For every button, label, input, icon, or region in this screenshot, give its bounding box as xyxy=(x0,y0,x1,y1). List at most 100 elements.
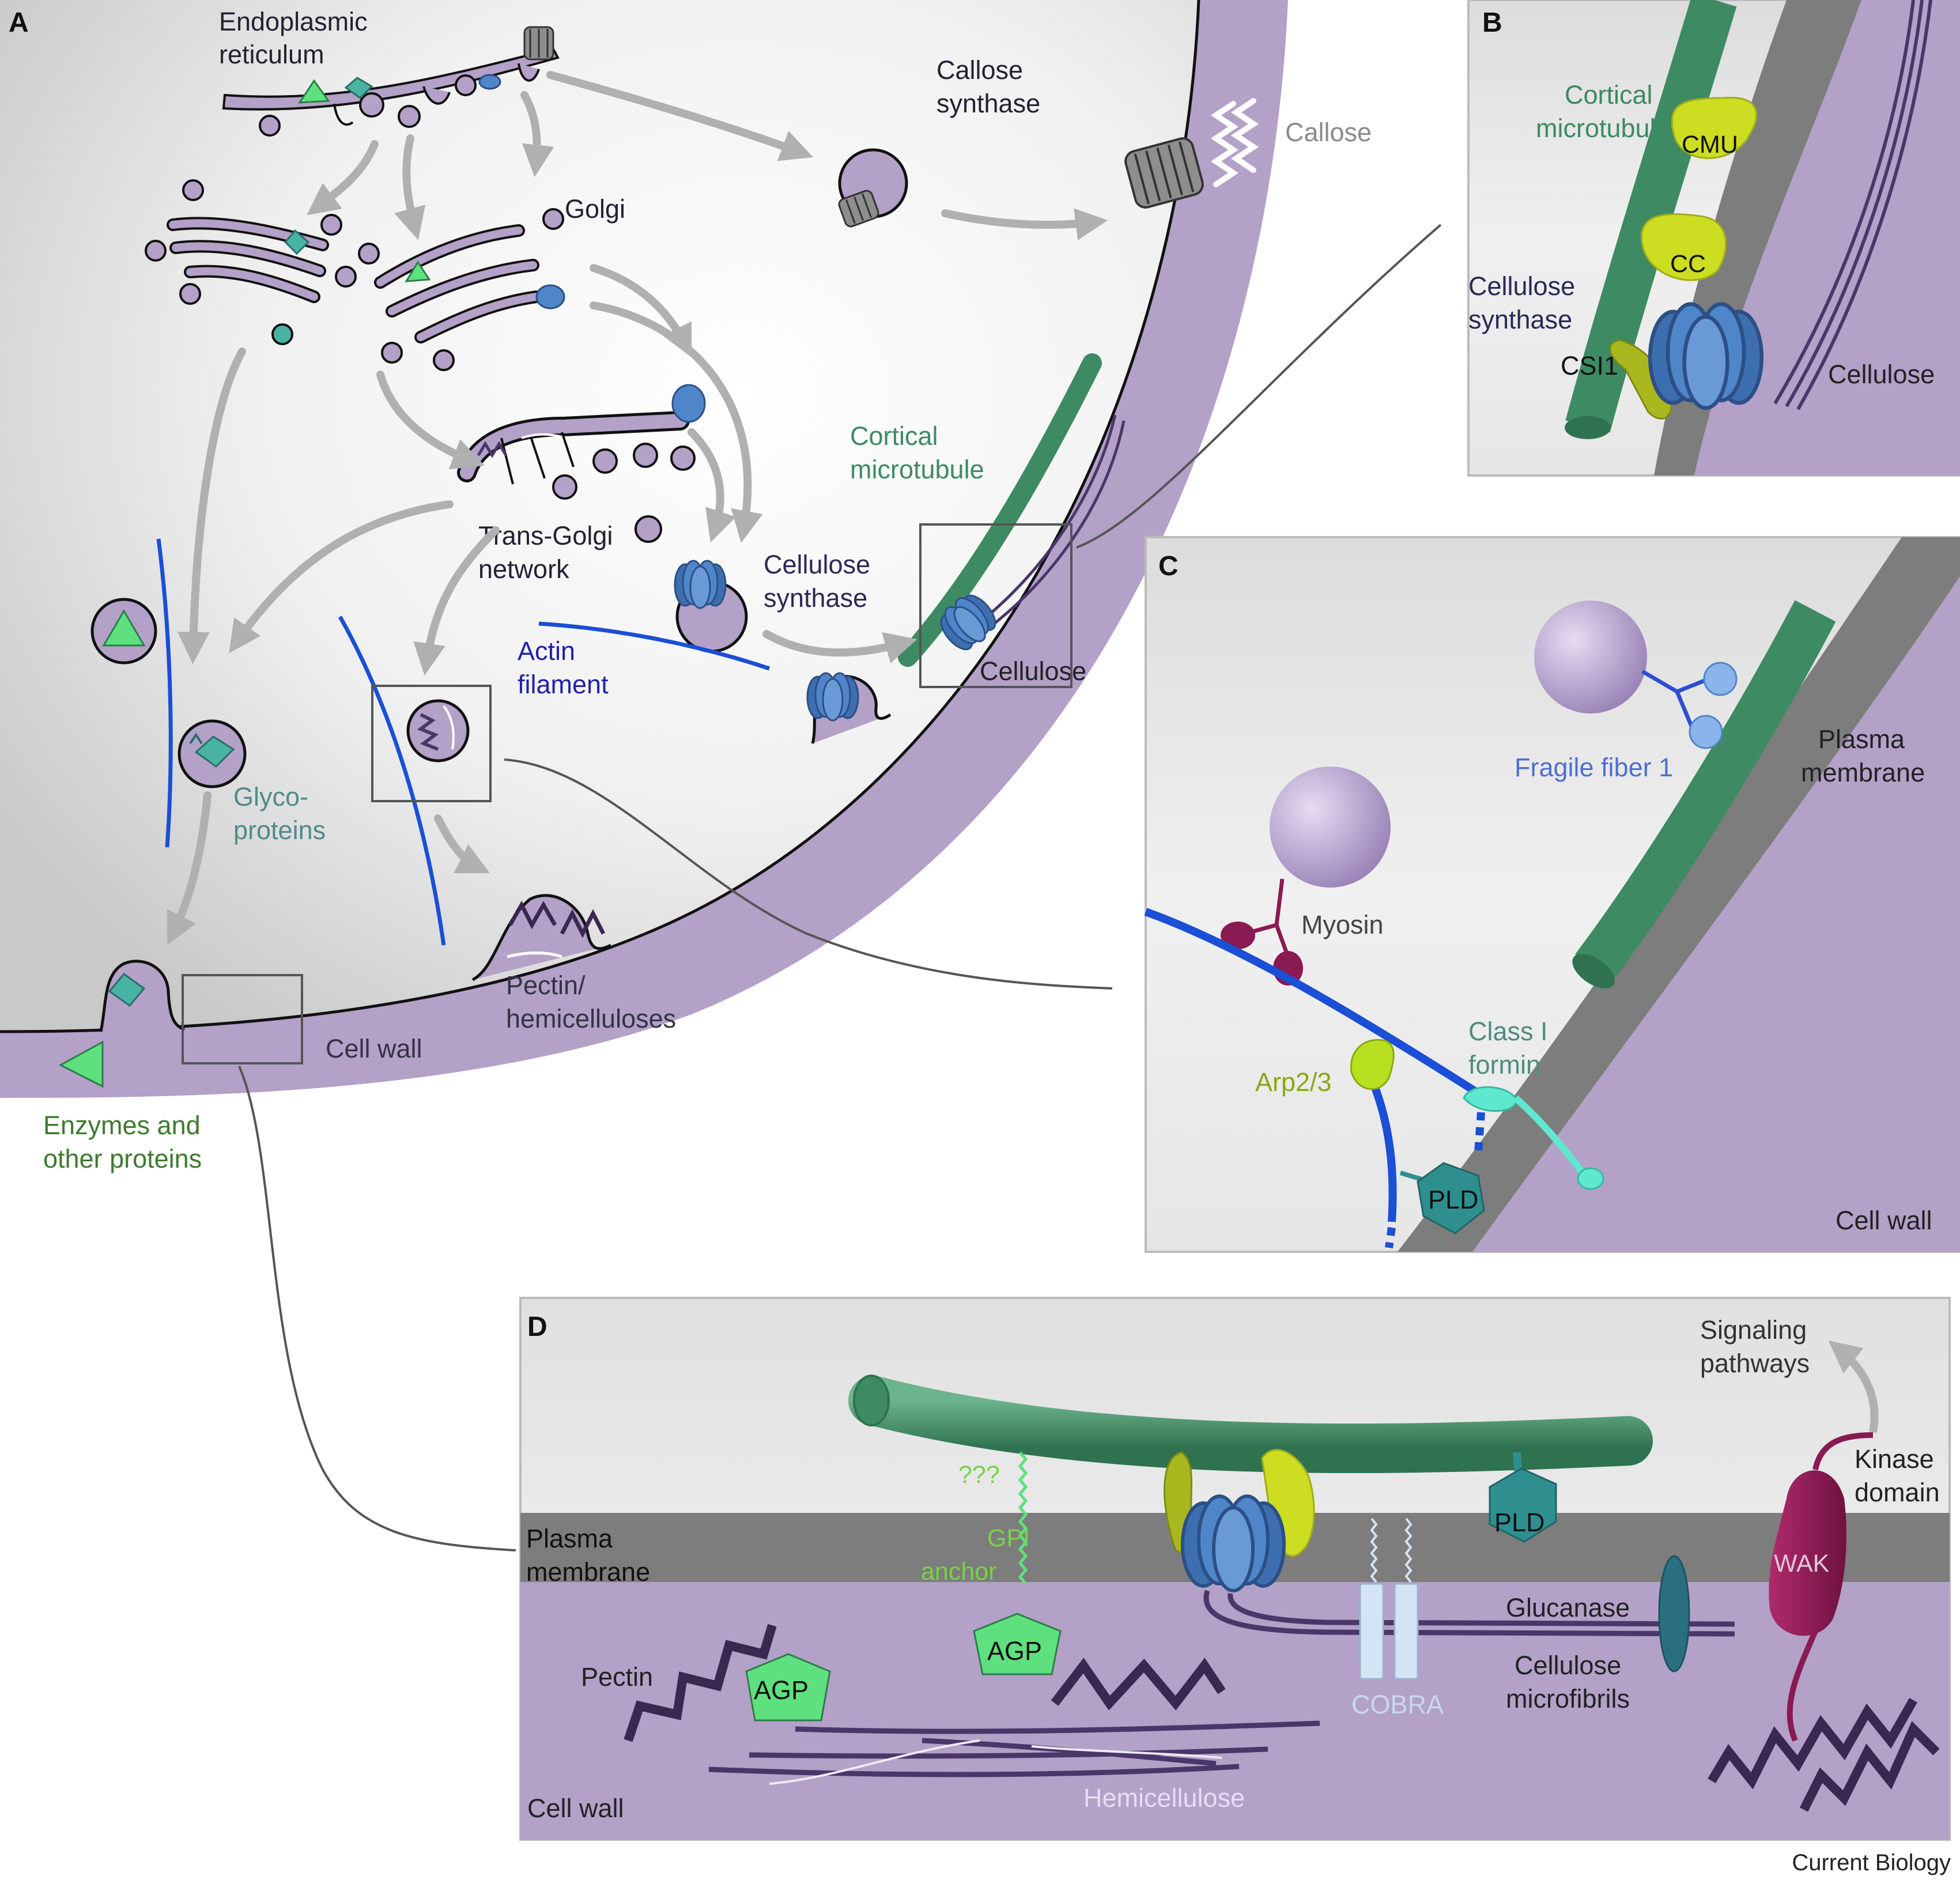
panel-b-letter: B xyxy=(1482,7,1502,38)
cortical-microtubule-c xyxy=(1574,600,1836,982)
wak-stalk xyxy=(1812,1432,1874,1471)
panel-d: Signaling pathways Kinase domain WAK ???… xyxy=(519,1297,1951,1841)
cellulose-fibers-b xyxy=(1773,0,1932,410)
fragile-fiber-vesicle xyxy=(1534,601,1647,714)
label-pm-c-1: Plasma xyxy=(1818,724,1905,754)
gpi-anchor xyxy=(1018,1451,1028,1585)
label-pectin-2: hemicelluloses xyxy=(506,1004,676,1033)
cell-wall-band-a xyxy=(0,0,1288,1098)
label-fragile-fiber: Fragile fiber 1 xyxy=(1515,753,1673,782)
label-tgn-2: network xyxy=(478,554,569,584)
vesicle-glycoprotein xyxy=(178,719,247,788)
cortical-microtubule-d xyxy=(848,1376,1653,1474)
membrane-bulge-pectin xyxy=(471,894,612,981)
connector-d xyxy=(238,1066,516,1551)
label-pld-c: PLD xyxy=(1428,1185,1479,1214)
label-cell-wall-d: Cell wall xyxy=(527,1794,624,1823)
label-er-1: Endoplasmic xyxy=(219,7,368,36)
panel-a: Endoplasmic reticulum xyxy=(0,0,1442,1551)
pectin-vesicle xyxy=(406,699,470,762)
label-cortical-b-1: Cortical xyxy=(1565,80,1653,110)
cell-wall-c xyxy=(1472,576,1960,1252)
glucanase-protein xyxy=(1658,1555,1690,1673)
pld-d xyxy=(1489,1467,1557,1543)
callose-synthase-complex xyxy=(1124,137,1204,209)
golgi-stack-left xyxy=(145,179,357,345)
actin-branch-c xyxy=(1365,1070,1397,1222)
wak-protein xyxy=(1769,1470,1846,1636)
label-pm-d-2: membrane xyxy=(526,1557,650,1587)
pectin-chain-wak xyxy=(1708,1698,1917,1790)
actin-filament-a xyxy=(538,621,771,671)
label-class1-2: formin xyxy=(1468,1050,1540,1079)
label-glyco-2: proteins xyxy=(233,816,326,845)
pld-c xyxy=(1417,1162,1485,1235)
label-agp-2: AGP xyxy=(754,1675,809,1705)
callose-fibers xyxy=(1210,98,1259,187)
label-agp-1: AGP xyxy=(987,1636,1042,1666)
hemicellulose-strand xyxy=(769,1739,1222,1785)
cesa-complex-b xyxy=(1650,304,1762,408)
label-glucanase: Glucanase xyxy=(1506,1593,1630,1622)
label-kinase-2: domain xyxy=(1855,1478,1940,1507)
panel-d-letter: D xyxy=(527,1312,547,1342)
label-callose-synthase-2: synthase xyxy=(936,89,1040,118)
label-cellulose-b: Cellulose xyxy=(1828,360,1935,389)
actin-filament-c xyxy=(1144,908,1483,1098)
enzyme-secreted xyxy=(58,1040,104,1088)
trafficking-arrows xyxy=(167,71,1108,946)
actin-filament-middle xyxy=(338,616,446,946)
label-cellulose-d-2: microfibrils xyxy=(1506,1684,1630,1713)
label-gpi-2: anchor xyxy=(921,1558,996,1585)
golgi-stack-right xyxy=(358,208,565,371)
cellulose-microfibrils-d xyxy=(1203,1590,1735,1637)
cesa-complex-exocytosis xyxy=(806,672,859,722)
arp23-protein xyxy=(1350,1039,1395,1090)
actin-filament-left xyxy=(156,538,173,848)
label-hemicellulose: Hemicellulose xyxy=(1083,1783,1245,1813)
label-glyco-1: Glyco- xyxy=(233,782,308,811)
connector-c xyxy=(504,758,1113,990)
label-pm-c-2: membrane xyxy=(1801,758,1925,787)
panel-b: CMU CC Cortical microtubule Cellulose sy… xyxy=(1467,0,1960,477)
label-golgi: Golgi xyxy=(565,194,625,224)
label-tgn-1: Trans-Golgi xyxy=(478,521,613,550)
pectin-chain-wak2 xyxy=(1799,1721,1940,1812)
label-callose-synthase-1: Callose xyxy=(936,55,1023,85)
panel-a-letter: A xyxy=(9,7,29,38)
label-enzymes-2: other proteins xyxy=(43,1144,202,1173)
credit-text: Current Biology xyxy=(1792,1850,1951,1875)
zoom-box-d xyxy=(182,974,303,1064)
label-actin-1: Actin xyxy=(518,636,575,666)
label-cellulose-d-1: Cellulose xyxy=(1515,1651,1621,1680)
vesicle-enzyme xyxy=(90,598,157,665)
signaling-arrow xyxy=(1828,1340,1879,1433)
cc-protein xyxy=(1641,213,1727,281)
label-kinase-1: Kinase xyxy=(1855,1444,1934,1474)
label-pld-d: PLD xyxy=(1494,1508,1545,1537)
label-pm-d-1: Plasma xyxy=(526,1524,613,1553)
label-cmu: CMU xyxy=(1682,131,1738,158)
label-signaling-2: pathways xyxy=(1700,1349,1810,1378)
fragile-fiber-head-1 xyxy=(1703,662,1738,696)
connector-b xyxy=(1076,224,1442,549)
cobra-protein xyxy=(1359,1517,1419,1680)
wak-tail xyxy=(1787,1630,1818,1742)
label-cortical-mt-1: Cortical xyxy=(850,421,938,451)
myosin-vesicle xyxy=(1270,767,1391,888)
label-cortical-mt-2: microtubule xyxy=(850,455,984,484)
label-csi1: CSI1 xyxy=(1561,351,1618,380)
label-signaling-1: Signaling xyxy=(1700,1315,1807,1345)
pectin-secreted xyxy=(507,900,606,958)
plasma-membrane-c xyxy=(1398,537,1960,1252)
agp-free xyxy=(745,1653,831,1722)
cmu-protein xyxy=(1671,96,1758,159)
label-arp23: Arp2/3 xyxy=(1255,1067,1332,1097)
cortical-microtubule-b xyxy=(1565,0,1737,433)
label-cesa-1: Cellulose xyxy=(764,550,870,579)
label-cell-wall-a: Cell wall xyxy=(326,1034,422,1063)
label-cesa-b-2: synthase xyxy=(1468,305,1572,334)
label-pectin-d: Pectin xyxy=(581,1662,653,1692)
label-cesa-2: synthase xyxy=(764,583,867,613)
